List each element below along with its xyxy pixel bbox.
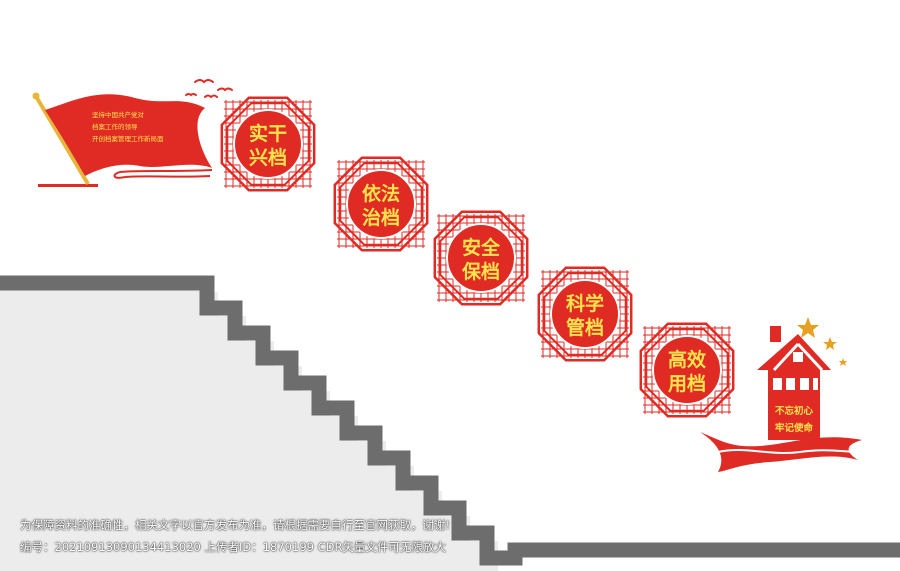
octagon-line2: 用档 <box>668 372 706 395</box>
wall-panel <box>0 290 498 571</box>
octagon-line1: 高效 <box>668 348 706 371</box>
house-line-2: 牢记使命 <box>775 422 814 434</box>
octagon-line1: 科学 <box>566 292 604 315</box>
house-emblem: 不忘初心 牢记使命 <box>700 326 862 472</box>
stars-icon <box>797 317 847 366</box>
octagon-line1: 安全 <box>462 236 501 259</box>
copyright-notice: 为保障资料的准确性，相关文字以官方发布为准，请根据需要自行至官网获取，谢谢! <box>20 518 451 532</box>
birds-icon <box>185 79 233 99</box>
flag-line-2: 档案工作的领导 <box>92 122 138 131</box>
octagon-line2: 保档 <box>461 260 500 283</box>
flag-line-1: 坚持中国共产党对 <box>92 110 145 119</box>
file-info: 编号：20210913090134413020 上传者ID：1870199 CD… <box>20 540 446 554</box>
octagon-line1: 依法 <box>362 182 400 205</box>
octagon-line2: 治档 <box>362 206 400 229</box>
octagon-line2: 兴档 <box>249 146 287 169</box>
octagon-line2: 管档 <box>566 316 604 339</box>
staircase <box>0 275 900 566</box>
octagon-line1: 实干 <box>249 122 287 145</box>
house-line-1: 不忘初心 <box>775 405 814 417</box>
flag-line-3: 开创档案管理工作新局面 <box>92 134 164 143</box>
red-flag: 坚持中国共产党对 档案工作的领导 开创档案管理工作新局面 <box>32 92 213 187</box>
